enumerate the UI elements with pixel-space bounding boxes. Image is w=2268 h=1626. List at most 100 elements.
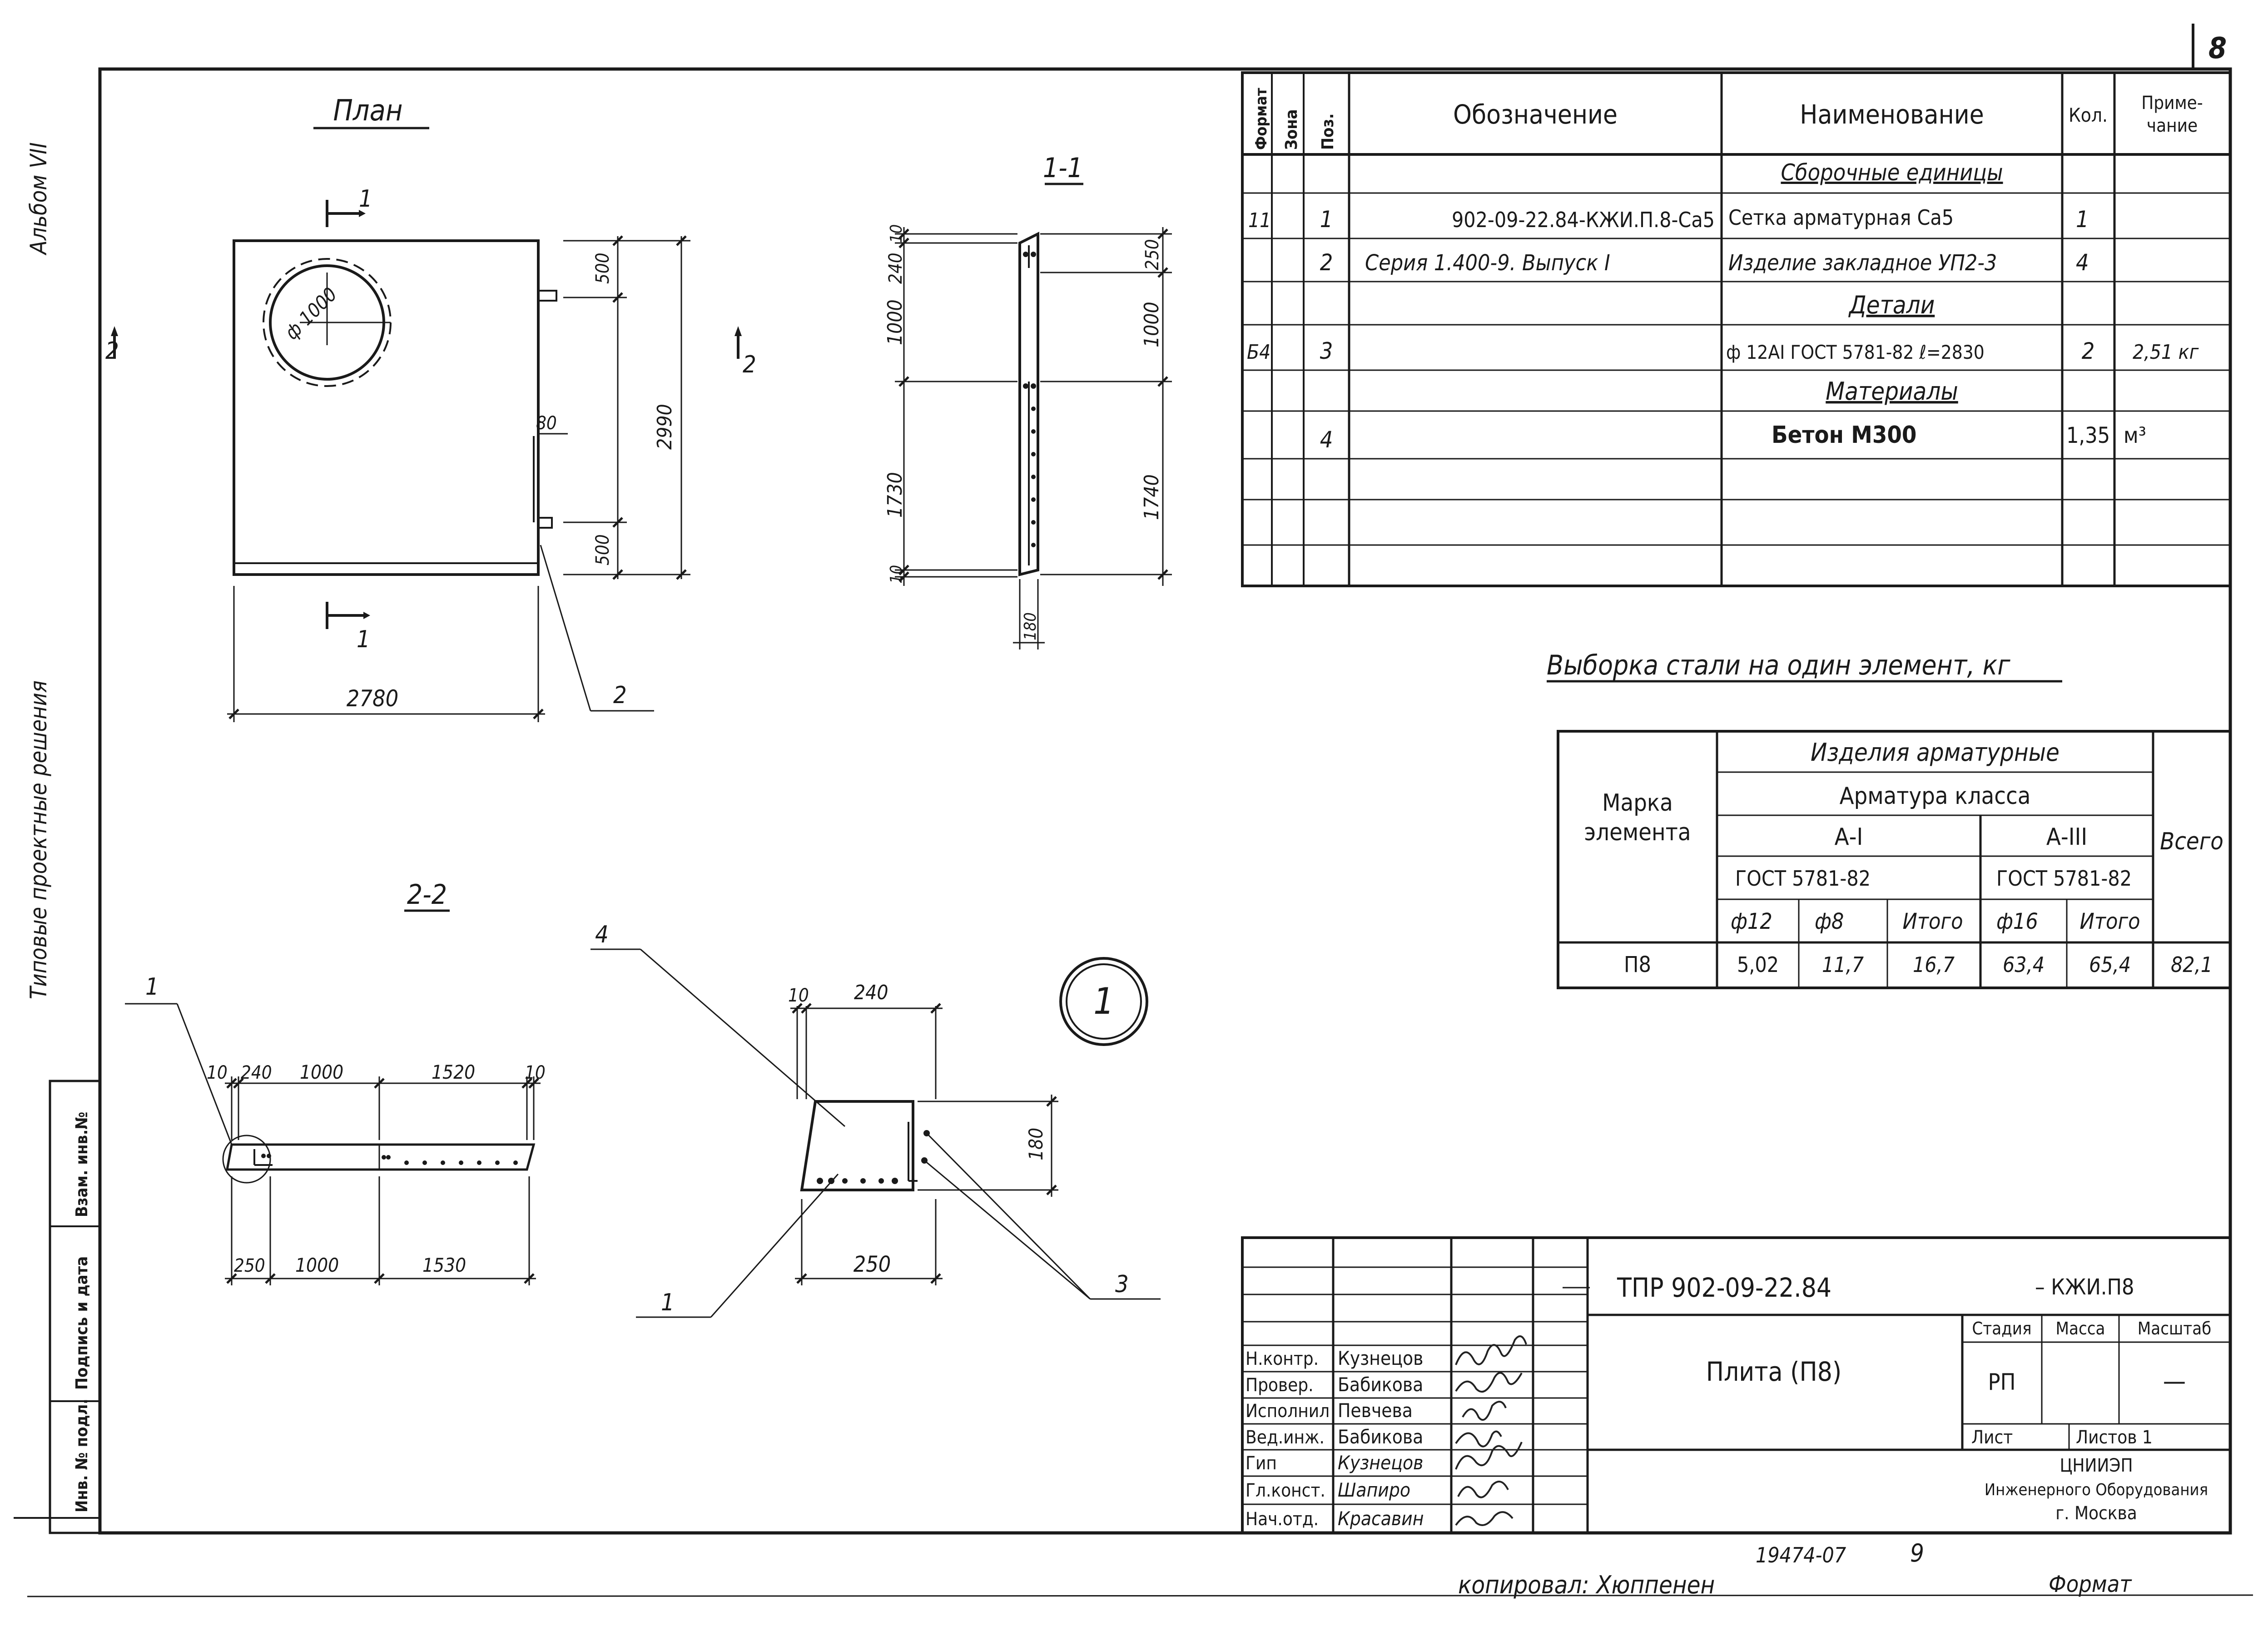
spec-row-7: 4 Бетон М300 1,35 м³: [1320, 421, 2146, 453]
s22-pointer-1: 1: [145, 973, 159, 1001]
s22-dim-bottom-1530: 1530: [422, 1254, 466, 1276]
plan-pointer-2: 2: [613, 682, 627, 709]
title-scale-value: —: [2163, 1367, 2186, 1396]
section-2-2-view: 2-2: [125, 879, 546, 1285]
steel-header-total: Всего: [2160, 828, 2223, 855]
role-ved-inzh: Вед.инж.: [1246, 1427, 1325, 1448]
detail-dim-bottom-250: 250: [854, 1252, 891, 1277]
steel-cell-mark: П8: [1624, 952, 1651, 977]
s22-dim-top-1000: 1000: [300, 1061, 343, 1083]
steel-table-title: Выборка стали на один элемент, кг: [1547, 649, 2010, 681]
spec-cell-pos: 1: [1320, 206, 1333, 233]
s22-dim-top-10a: 10: [207, 1062, 228, 1083]
role-gl-konst: Гл.конст.: [1246, 1480, 1325, 1501]
spec-cell-format: 11: [1248, 209, 1271, 232]
steel-cell-total: 82,1: [2171, 952, 2213, 977]
title-code: ТПР 902-09-22.84: [1617, 1272, 1831, 1303]
s11-dim-left-10b: 10: [887, 565, 906, 584]
spec-section-assembly: Сборочные единицы: [1781, 159, 2003, 186]
s22-dim-top-240: 240: [241, 1062, 272, 1083]
plan-dim-width: 2780: [347, 685, 398, 712]
steel-header-d8: ф8: [1815, 909, 1844, 934]
s11-dim-right-250: 250: [1142, 239, 1163, 270]
plan-dim-bottom: 500: [592, 534, 613, 565]
title-stage-header: Стадия: [1972, 1319, 2031, 1338]
spec-row-3: 2 Серия 1.400-9. Выпуск I Изделие заклад…: [1320, 249, 2089, 276]
name-nach-otd: Красавин: [1338, 1507, 1424, 1530]
title-mass-header: Масса: [2056, 1319, 2105, 1338]
spec-header-format: Формат: [1252, 88, 1270, 150]
s11-dim-bottom-180: 180: [1021, 612, 1040, 640]
title-scale-header: Масштаб: [2138, 1319, 2211, 1338]
spec-cell-name: Сетка арматурная Са5: [1728, 205, 1954, 230]
stamp-vzam-inv: Взам. инв.№: [73, 1112, 91, 1217]
spec-header-qty: Кол.: [2069, 104, 2108, 126]
spec-cell-pos: 4: [1320, 426, 1333, 453]
s22-dim-bottom-250: 250: [234, 1255, 265, 1276]
steel-cell-d16: 63,4: [2003, 952, 2045, 977]
title-sheets-header: Листов 1: [2076, 1427, 2153, 1448]
sheet-number: 8: [2208, 32, 2227, 65]
spec-section-details: Детали: [1848, 291, 1935, 319]
plan-view: План ф 1000 1: [105, 94, 756, 722]
stamp-inv-podl: Инв. № подл.: [73, 1398, 91, 1512]
spec-cell-pos: 3: [1320, 338, 1333, 364]
name-prover: Бабикова: [1338, 1373, 1423, 1396]
spec-row-6: Материалы: [1826, 377, 1958, 406]
title-sheet-header: Лист: [1971, 1427, 2013, 1448]
spec-cell-name: Изделие закладное УП2-3: [1728, 250, 1997, 276]
title-org-3: г. Москва: [2055, 1503, 2137, 1524]
steel-header-mark-2: элемента: [1584, 819, 1691, 846]
s11-dim-left-1000: 1000: [883, 299, 907, 345]
title-block: ТПР 902-09-22.84 – КЖИ.П8 Плита (П8) Ста…: [1241, 1236, 2232, 1534]
spec-row-4: Детали: [1848, 291, 1935, 319]
detail-pointer-3: 3: [1115, 1271, 1129, 1298]
steel-header-gost-a1: ГОСТ 5781-82: [1735, 866, 1871, 891]
plan-dim-height: 2990: [653, 404, 676, 450]
s11-dim-right-1740: 1740: [1140, 474, 1163, 520]
spec-row-1: Сборочные единицы: [1781, 159, 2003, 186]
footer-number: 19474-07: [1756, 1543, 1846, 1567]
s11-dim-left-1730: 1730: [883, 472, 907, 518]
role-ispolnil: Исполнил: [1246, 1401, 1330, 1422]
plan-dim-gap: 80: [536, 413, 557, 434]
spec-cell-note: м³: [2124, 423, 2146, 448]
spec-cell-qty: 1,35: [2066, 423, 2110, 448]
steel-header-items: Изделия арматурные: [1811, 738, 2060, 767]
s22-dim-top-1520: 1520: [432, 1061, 475, 1083]
detail-dim-top-240: 240: [854, 981, 888, 1004]
name-gl-konst: Шапиро: [1338, 1479, 1410, 1501]
spec-cell-name: Бетон М300: [1772, 421, 1916, 449]
role-prover: Провер.: [1246, 1375, 1314, 1396]
spec-cell-designation: Серия 1.400-9. Выпуск I: [1365, 250, 1610, 276]
steel-cell-d12: 5,02: [1737, 952, 1779, 977]
spec-header-pos: Поз.: [1319, 114, 1337, 150]
steel-header-total-a3: Итого: [2080, 909, 2140, 934]
section-1-1-view: 1-1: [883, 152, 1172, 649]
steel-header-a3: А-III: [2046, 823, 2087, 851]
name-n-kontr: Кузнецов: [1338, 1347, 1423, 1369]
signatures: [1455, 1335, 1527, 1526]
s11-dim-right-1000: 1000: [1140, 302, 1163, 347]
steel-table: Выборка стали на один элемент, кг Марка …: [1547, 649, 2232, 989]
spec-row-2: 11 1 902-09-22.84-КЖИ.П.8-Са5 Сетка арма…: [1248, 205, 2089, 233]
role-gip: Гип: [1246, 1453, 1277, 1474]
steel-header-gost-a3: ГОСТ 5781-82: [1996, 866, 2132, 891]
spec-cell-pos: 2: [1320, 249, 1333, 276]
steel-cell-total-a3: 65,4: [2089, 952, 2131, 977]
title-org-1: ЦНИИЭП: [2060, 1455, 2133, 1476]
detail-dim-top-10: 10: [788, 985, 809, 1006]
section-1-top-label: 1: [359, 185, 372, 213]
title-name: Плита (П8): [1706, 1356, 1842, 1387]
plan-title: План: [333, 94, 402, 128]
footer-copied: копировал: Хюппенен: [1458, 1571, 1715, 1599]
section-2-right-label: 2: [743, 351, 756, 378]
steel-cell-d8: 11,7: [1822, 952, 1864, 977]
spec-cell-format: Б4: [1247, 341, 1270, 364]
steel-data-row: П8 5,02 11,7 16,7 63,4 65,4 82,1: [1624, 952, 2213, 977]
steel-cell-total-a1: 16,7: [1913, 952, 1955, 977]
role-nach-otd: Нач.отд.: [1246, 1509, 1319, 1530]
album-label: Альбом VII: [25, 142, 52, 256]
spec-cell-qty: 2: [2082, 338, 2095, 364]
s22-dim-bottom-1000: 1000: [295, 1254, 339, 1276]
